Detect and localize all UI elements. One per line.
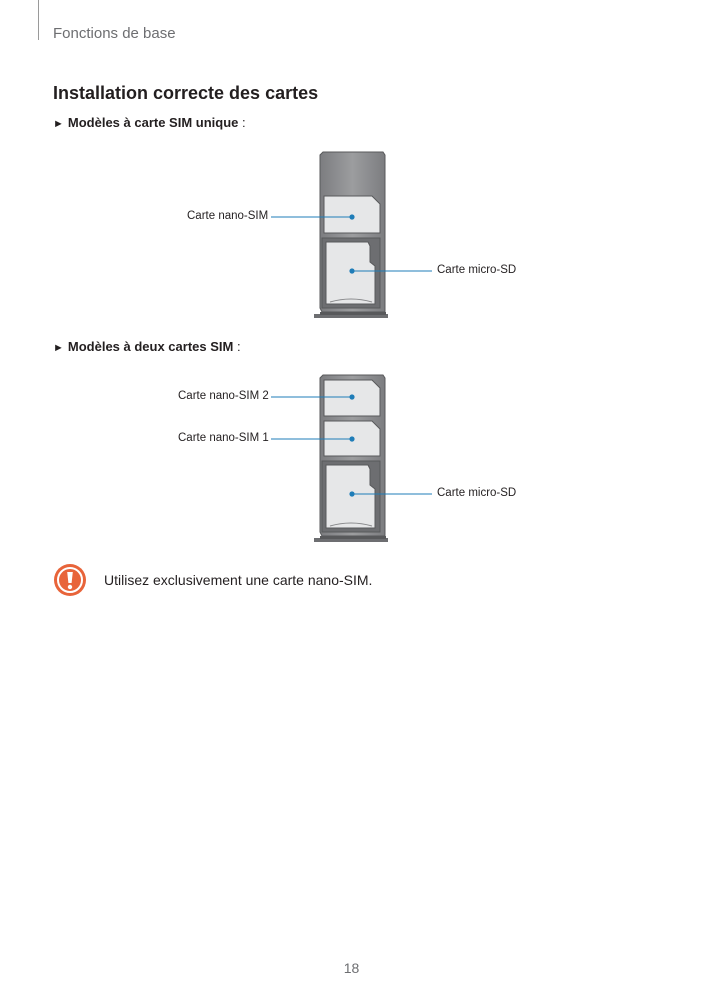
note-text: Utilisez exclusivement une carte nano-SI… [104, 572, 373, 588]
header-title: Fonctions de base [53, 25, 176, 42]
tray-base [314, 314, 388, 318]
single-sim-heading-colon: : [238, 115, 246, 130]
single-sim-heading: ►Modèles à carte SIM unique : [53, 115, 246, 130]
arrow-right-icon: ► [53, 118, 64, 130]
callout-dot [349, 268, 355, 274]
single-sim-callouts [271, 214, 432, 274]
arrow-right-icon: ► [53, 342, 64, 354]
dual-sim-callouts [271, 394, 432, 497]
section-title: Installation correcte des cartes [53, 83, 319, 103]
single-sim-heading-text: Modèles à carte SIM unique [67, 115, 239, 130]
label-nano-sim-2: Carte nano-SIM 2 [178, 390, 269, 402]
label-nano-sim-1: Carte nano-SIM 1 [178, 432, 269, 444]
page-number: 18 [343, 960, 360, 976]
tray-base [314, 538, 388, 542]
callout-dot [349, 436, 355, 442]
label-micro-sd: Carte micro-SD [437, 487, 517, 499]
caution-icon [54, 564, 86, 596]
callout-dot [349, 394, 355, 400]
dual-sim-tray [314, 374, 388, 542]
dual-sim-heading: ►Modèles à deux cartes SIM : [53, 339, 241, 354]
label-nano-sim: Carte nano-SIM [187, 210, 269, 222]
single-sim-tray [314, 151, 388, 318]
callout-dot [349, 491, 355, 497]
callout-dot [349, 214, 355, 220]
dual-sim-heading-colon: : [233, 339, 241, 354]
label-micro-sd: Carte micro-SD [437, 264, 517, 276]
micro-sd-card [325, 464, 376, 529]
header-rule [38, 0, 39, 40]
dual-sim-heading-text: Modèles à deux cartes SIM [67, 339, 234, 354]
